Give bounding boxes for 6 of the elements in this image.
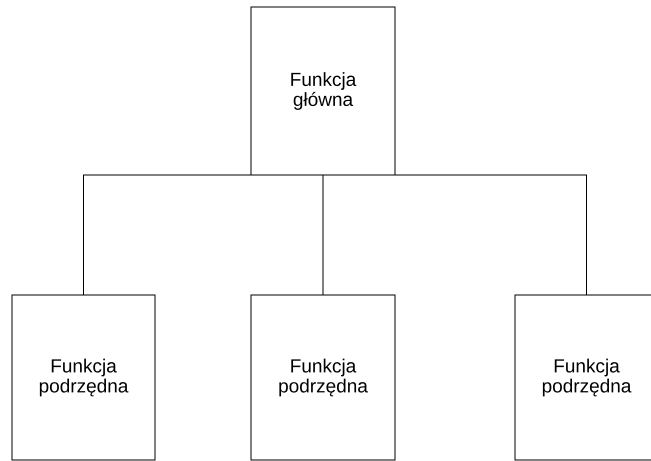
function-box: Funkcja podrzędna xyxy=(514,294,651,460)
connector-line xyxy=(83,174,324,295)
function-box: Funkcja podrzędna xyxy=(12,294,156,460)
function-box: Funkcja podrzędna xyxy=(250,294,396,460)
connector-line xyxy=(322,174,324,295)
function-box: Funkcja główna xyxy=(250,6,396,176)
